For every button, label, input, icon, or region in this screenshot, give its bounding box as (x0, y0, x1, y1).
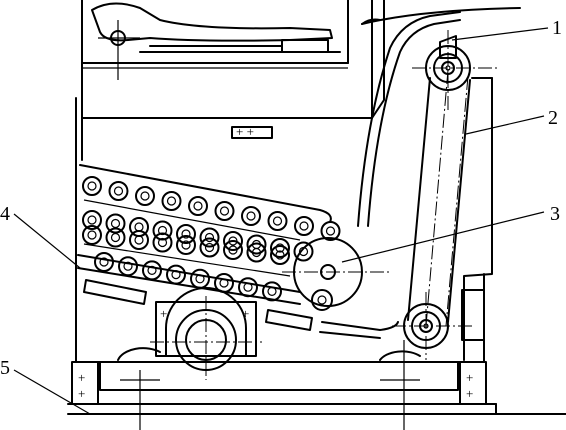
small-roller (188, 196, 208, 216)
small-roller (105, 227, 126, 248)
svg-text:+: + (78, 386, 85, 401)
svg-text:+: + (466, 386, 473, 401)
svg-text:+: + (160, 306, 167, 321)
small-roller (238, 277, 258, 298)
small-roller (142, 260, 162, 281)
top-pulley (412, 30, 500, 110)
small-roller (223, 240, 243, 260)
svg-text:+ +: + + (236, 124, 254, 139)
callout-4: 4 (0, 203, 10, 225)
small-roller-hub (193, 201, 203, 211)
callout-5: 5 (0, 357, 10, 379)
svg-text:+: + (242, 306, 249, 321)
small-roller-hub (195, 274, 205, 284)
small-roller (294, 216, 314, 236)
small-roller (223, 231, 243, 251)
small-roller (246, 234, 267, 255)
small-roller (152, 232, 173, 253)
roller-row-divider (83, 199, 301, 241)
small-roller-hub (267, 286, 277, 296)
callout-3: 3 (550, 203, 560, 225)
small-roller (108, 181, 129, 201)
small-roller (190, 268, 210, 289)
small-roller (293, 241, 314, 262)
small-roller-hub (99, 257, 109, 267)
small-roller (176, 235, 196, 255)
small-roller-hub (87, 181, 97, 191)
small-roller-hub (134, 235, 144, 245)
small-roller-hub (275, 250, 285, 260)
guide-plates (83, 279, 485, 341)
small-roller-hub (325, 226, 336, 236)
small-roller (129, 230, 149, 250)
small-roller (161, 191, 182, 211)
small-roller-hub (123, 261, 133, 271)
small-roller (199, 237, 220, 258)
small-roller (105, 213, 126, 234)
small-roller (166, 264, 186, 285)
small-roller-hub (157, 237, 168, 248)
small-roller (270, 245, 290, 265)
small-roller-hub (140, 191, 150, 201)
small-roller-hub (113, 186, 124, 196)
small-roller (267, 211, 288, 231)
roller-bed (77, 164, 341, 305)
small-roller-hub (147, 265, 157, 275)
small-roller (94, 252, 114, 272)
svg-text:+: + (78, 370, 85, 385)
small-roller-hub (166, 196, 177, 206)
small-roller (118, 256, 138, 277)
small-roller-hub (299, 221, 309, 231)
small-roller-hub (134, 222, 144, 232)
small-roller (176, 224, 196, 244)
upper-feed-unit: + + (81, 0, 373, 139)
small-roller (82, 210, 102, 230)
small-roller-hub (87, 215, 97, 225)
small-roller (246, 242, 267, 263)
small-roller-hub (204, 242, 215, 253)
small-roller (214, 201, 235, 221)
small-roller-hub (110, 218, 121, 229)
small-roller-hub (243, 282, 253, 292)
small-roller (241, 206, 261, 226)
small-roller-hub (204, 232, 215, 243)
small-roller-hub (181, 240, 191, 250)
leader-lines (13, 27, 549, 415)
roller-row-divider (83, 243, 291, 277)
small-roller (199, 227, 220, 248)
small-roller-hub (219, 206, 230, 216)
small-roller (262, 281, 282, 302)
small-roller-hub (110, 232, 121, 243)
small-roller (270, 238, 290, 258)
small-roller (320, 221, 341, 241)
svg-text:+: + (466, 370, 473, 385)
callout-2: 2 (548, 107, 558, 129)
small-roller-hub (246, 211, 256, 221)
small-roller-hub (251, 247, 262, 258)
small-roller-hub (272, 216, 283, 226)
lower-drum: + + (117, 287, 421, 380)
small-roller (135, 186, 155, 206)
main-drum (282, 237, 390, 311)
bottom-pulley (392, 292, 472, 360)
small-roller (82, 225, 102, 245)
main-frame: + + + + (67, 0, 566, 430)
small-roller-hub (219, 278, 229, 288)
small-roller (82, 176, 102, 196)
small-roller (152, 220, 173, 241)
small-roller-hub (181, 229, 191, 239)
conveyor-belt (357, 7, 521, 327)
small-roller-hub (171, 270, 181, 280)
callout-1: 1 (552, 17, 562, 39)
small-roller-hub (228, 245, 238, 255)
small-roller-hub (87, 230, 97, 240)
